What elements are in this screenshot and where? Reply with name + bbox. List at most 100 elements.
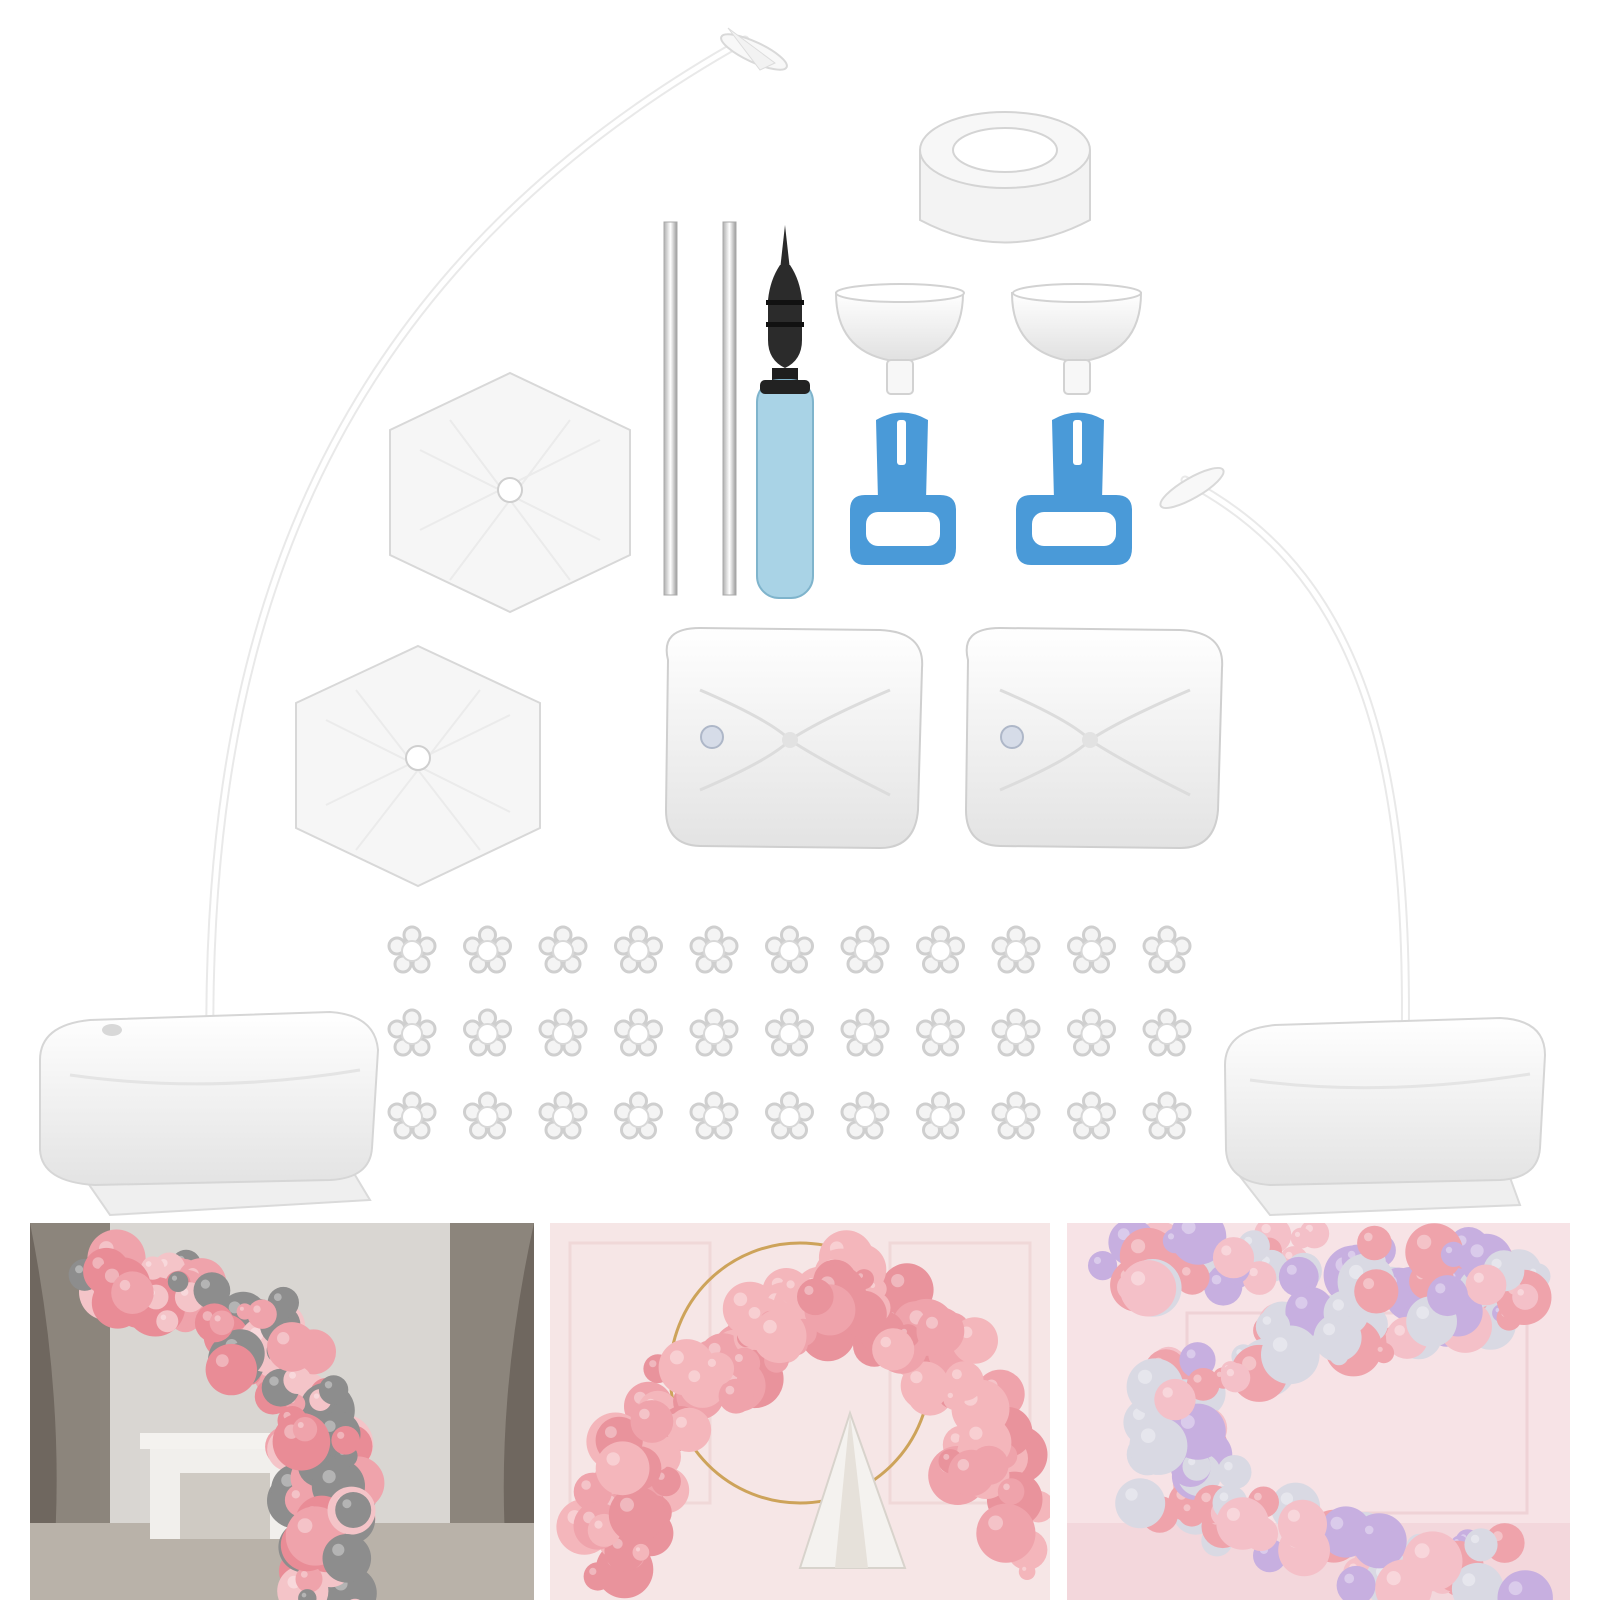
balloon-highlight: [1180, 1414, 1195, 1429]
balloon: [295, 1565, 323, 1593]
balloon: [718, 1378, 754, 1414]
balloon: [1497, 1570, 1553, 1600]
balloon-highlight: [1323, 1323, 1336, 1336]
balloon-highlight: [639, 1408, 650, 1420]
balloon: [1278, 1256, 1319, 1297]
balloon: [1154, 1378, 1196, 1421]
balloon-highlight: [1137, 1369, 1153, 1384]
balloon-highlight: [606, 1452, 620, 1466]
balloon-highlight: [1462, 1573, 1476, 1587]
balloon-highlight: [950, 1433, 961, 1443]
balloon-highlight: [1508, 1581, 1523, 1596]
flower-clip-icon: [538, 1008, 588, 1057]
flower-clip-icon: [387, 1008, 437, 1057]
balloon-highlight: [1193, 1374, 1202, 1383]
balloon: [583, 1562, 612, 1591]
balloon-highlight: [1364, 1525, 1374, 1535]
scene-photo-teepee: [550, 1223, 1050, 1600]
balloon-highlight: [1435, 1283, 1446, 1294]
balloon: [1129, 1416, 1188, 1475]
flower-clip-icon: [463, 925, 512, 974]
balloon-highlight: [943, 1453, 950, 1460]
flower-clip-icon: [840, 1091, 890, 1140]
flower-clip-icon: [765, 925, 814, 974]
balloon: [728, 1347, 761, 1380]
balloon-highlight: [200, 1279, 210, 1289]
balloon-highlight: [1226, 1507, 1240, 1521]
right-arch-pole: [1159, 467, 1410, 1065]
balloon-highlight: [1272, 1337, 1288, 1352]
left-pole-cup-icon: [720, 27, 788, 71]
balloon-highlight: [786, 1280, 795, 1289]
balloon-highlight: [910, 1371, 923, 1384]
balloon-highlight: [1226, 1368, 1235, 1377]
balloon: [872, 1328, 915, 1371]
balloon-highlight: [1093, 1256, 1102, 1265]
balloon-highlight: [119, 1279, 131, 1291]
balloon: [111, 1271, 154, 1314]
balloon: [1182, 1452, 1211, 1481]
balloon: [292, 1417, 318, 1442]
balloon-highlight: [1363, 1278, 1375, 1290]
balloon: [1373, 1342, 1395, 1364]
balloon-highlight: [1394, 1325, 1405, 1336]
flower-clip-icon: [916, 1091, 965, 1140]
water-bag-right: [964, 626, 1224, 850]
balloon-highlight: [1470, 1534, 1480, 1544]
balloon: [1427, 1275, 1468, 1317]
balloon-highlight: [300, 1571, 308, 1578]
right-water-bag-base: [1223, 1016, 1547, 1217]
balloon: [976, 1503, 1036, 1563]
balloon-highlight: [1386, 1571, 1401, 1586]
balloon: [1512, 1283, 1539, 1310]
balloon: [1290, 1227, 1312, 1249]
flower-clip-icon: [614, 1008, 663, 1057]
balloon-highlight: [1186, 1349, 1196, 1359]
hexagon-base-upper: [389, 371, 631, 614]
balloon-highlight: [688, 1370, 701, 1383]
right-pole-cup-icon: [1159, 467, 1225, 509]
flower-clip-icon: [1067, 1008, 1116, 1057]
balloon-highlight: [1330, 1516, 1344, 1530]
balloon: [797, 1278, 834, 1316]
balloon-highlight: [1470, 1244, 1484, 1258]
balloon-highlight: [301, 1592, 307, 1598]
balloon-highlight: [733, 1292, 748, 1307]
balloon-highlight: [1416, 1234, 1432, 1250]
balloon-highlight: [1416, 1306, 1430, 1319]
balloon-highlight: [926, 1316, 938, 1329]
balloon: [1162, 1228, 1188, 1254]
balloon-highlight: [1188, 1458, 1196, 1466]
balloon-highlight: [734, 1354, 743, 1362]
flower-clip-grid: [387, 925, 1192, 1140]
balloon-highlight: [589, 1567, 597, 1575]
balloon-highlight: [322, 1470, 336, 1484]
balloon: [632, 1543, 650, 1561]
balloon: [1354, 1269, 1399, 1314]
balloon-highlight: [1182, 1267, 1191, 1276]
balloon-highlight: [1224, 1461, 1233, 1471]
balloon: [1119, 1260, 1177, 1317]
hand-pump-icon: [756, 225, 814, 599]
balloon-highlight: [1285, 1251, 1293, 1259]
flower-clip-icon: [387, 925, 437, 974]
balloon-highlight: [1377, 1346, 1383, 1352]
balloon-highlight: [1364, 1232, 1373, 1242]
balloon-highlight: [1262, 1316, 1272, 1325]
balloon-highlight: [1249, 1267, 1258, 1277]
balloon-highlight: [1347, 1250, 1356, 1259]
balloon-highlight: [605, 1426, 617, 1438]
balloon-highlight: [1344, 1573, 1355, 1584]
balloon-highlight: [1517, 1289, 1524, 1296]
balloon-highlight: [748, 1307, 761, 1319]
balloon-highlight: [75, 1265, 84, 1274]
pole-cup-left: [834, 283, 965, 395]
balloon-highlight: [1414, 1543, 1430, 1559]
flower-clip-icon: [1067, 925, 1116, 974]
left-arch-pole: [205, 27, 788, 1065]
flower-clip-icon: [538, 925, 588, 974]
balloon: [156, 1310, 179, 1333]
balloon-highlight: [1211, 1274, 1222, 1285]
balloon-highlight: [291, 1490, 300, 1499]
balloon-highlight: [1332, 1299, 1344, 1311]
